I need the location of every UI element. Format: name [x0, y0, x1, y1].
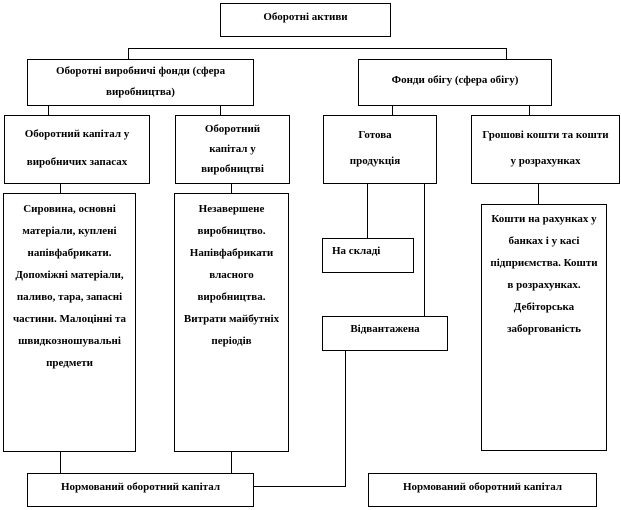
- connector: [392, 105, 393, 115]
- cash-settlements-box: Грошові кошти та кошти у розрахунках: [471, 115, 620, 184]
- root-box: Оборотні активи: [220, 3, 391, 37]
- connector: [128, 48, 129, 59]
- capital-in-production-box: Оборотний капітал у виробництві: [175, 115, 290, 184]
- connector: [424, 183, 425, 316]
- connector: [60, 183, 61, 193]
- production-details-text: Незавершене виробництво. Напівфабрикати …: [183, 203, 280, 347]
- finished-goods-label: Готова продукція: [349, 129, 401, 167]
- connector: [231, 183, 232, 193]
- normalized-left-label: Нормований оборотний капітал: [60, 481, 220, 493]
- cash-settlements-label: Грошові кошти та кошти у розрахунках: [482, 129, 609, 167]
- capital-in-stocks-box: Оборотний капітал у виробничих запасах: [4, 115, 150, 184]
- shipped-label: Відвантажена: [350, 323, 420, 335]
- production-details-box: Незавершене виробництво. Напівфабрикати …: [174, 193, 289, 452]
- connector: [367, 183, 368, 238]
- cash-details-text: Кошти на рахунках у банках і у касі підп…: [490, 213, 598, 335]
- connector: [529, 105, 530, 115]
- connector: [253, 486, 346, 487]
- cash-details-box: Кошти на рахунках у банках і у касі підп…: [481, 204, 607, 451]
- root-label: Оборотні активи: [263, 11, 348, 23]
- connector: [538, 183, 539, 204]
- in-warehouse-box: На складі: [322, 238, 414, 273]
- shipped-box: Відвантажена: [322, 316, 448, 351]
- connector: [231, 451, 232, 473]
- normalized-capital-box-left: Нормований оборотний капітал: [27, 473, 254, 507]
- normalized-capital-box-right: Нормований оборотний капітал: [368, 473, 597, 507]
- production-funds-box: Оборотні виробничі фонди (сфера виробниц…: [27, 59, 254, 106]
- capital-in-production-label: Оборотний капітал у виробництві: [201, 123, 264, 175]
- in-warehouse-label: На складі: [332, 245, 381, 257]
- connector: [220, 105, 221, 115]
- finished-goods-box: Готова продукція: [323, 115, 437, 184]
- circulation-funds-box: Фонди обігу (сфера обігу): [358, 59, 552, 106]
- connector: [60, 451, 61, 473]
- connector: [506, 48, 507, 59]
- connector: [345, 350, 346, 487]
- capital-in-stocks-label: Оборотний капітал у виробничих запасах: [24, 128, 130, 168]
- normalized-right-label: Нормований оборотний капітал: [402, 481, 562, 493]
- connector: [48, 105, 49, 115]
- connector: [128, 48, 507, 49]
- circulation-funds-label: Фонди обігу (сфера обігу): [391, 74, 519, 86]
- stocks-details-text: Сировина, основні матеріали, куплені нап…: [12, 203, 127, 369]
- production-funds-label: Оборотні виробничі фонди (сфера виробниц…: [55, 65, 226, 98]
- stocks-details-box: Сировина, основні матеріали, куплені нап…: [3, 193, 136, 452]
